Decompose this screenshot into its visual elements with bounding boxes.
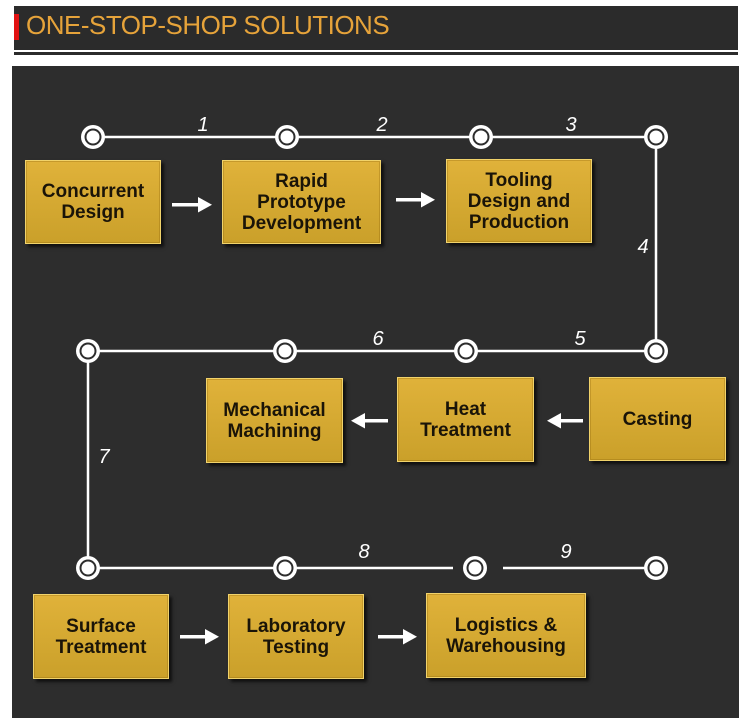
- arrow-right-icon: [378, 629, 417, 645]
- arrow-left-icon: [351, 413, 388, 429]
- node-circle: [469, 125, 493, 149]
- connector-lines: [86, 135, 658, 570]
- node-circle: [463, 556, 487, 580]
- step-box-mechanical-machining: Mechanical Machining: [206, 378, 343, 463]
- header-bar: [14, 6, 738, 50]
- connector-nodes: [76, 125, 668, 580]
- node-circle: [76, 339, 100, 363]
- step-box-casting: Casting: [589, 377, 726, 461]
- step-box-logistics: Logistics & Warehousing: [426, 593, 586, 678]
- node-circle: [76, 556, 100, 580]
- node-circle: [273, 339, 297, 363]
- segment-number: 2: [375, 114, 387, 136]
- arrow-left-icon: [547, 413, 583, 429]
- step-box-concurrent-design: Concurrent Design: [25, 160, 161, 244]
- step-box-surface-treatment: Surface Treatment: [33, 594, 169, 679]
- segment-number: 5: [574, 328, 586, 350]
- segment-number: 1: [197, 114, 208, 136]
- node-circle: [275, 125, 299, 149]
- step-box-heat-treatment: Heat Treatment: [397, 377, 534, 462]
- step-box-laboratory-testing: Laboratory Testing: [228, 594, 364, 679]
- segment-number: 8: [358, 541, 369, 563]
- arrow-right-icon: [172, 197, 212, 213]
- header-accent-mark: [14, 14, 19, 40]
- node-circle: [644, 339, 668, 363]
- page-title: ONE-STOP-SHOP SOLUTIONS: [26, 10, 390, 40]
- node-circle: [454, 339, 478, 363]
- flow-arrows: [172, 192, 583, 645]
- header-underline: [14, 52, 738, 55]
- arrow-right-icon: [396, 192, 435, 208]
- arrow-right-icon: [180, 629, 219, 645]
- segment-number: 4: [637, 236, 648, 258]
- segment-number: 3: [565, 114, 576, 136]
- segment-number: 7: [98, 446, 110, 468]
- segment-number: 6: [372, 328, 384, 350]
- node-circle: [273, 556, 297, 580]
- step-box-rapid-prototype: Rapid Prototype Development: [222, 160, 381, 244]
- node-circle: [644, 125, 668, 149]
- step-box-tooling: Tooling Design and Production: [446, 159, 592, 243]
- node-circle: [81, 125, 105, 149]
- node-circle: [644, 556, 668, 580]
- segment-number: 9: [560, 541, 571, 563]
- segment-numbers: 1 2 3 4 5 6 7 8 9: [98, 114, 648, 563]
